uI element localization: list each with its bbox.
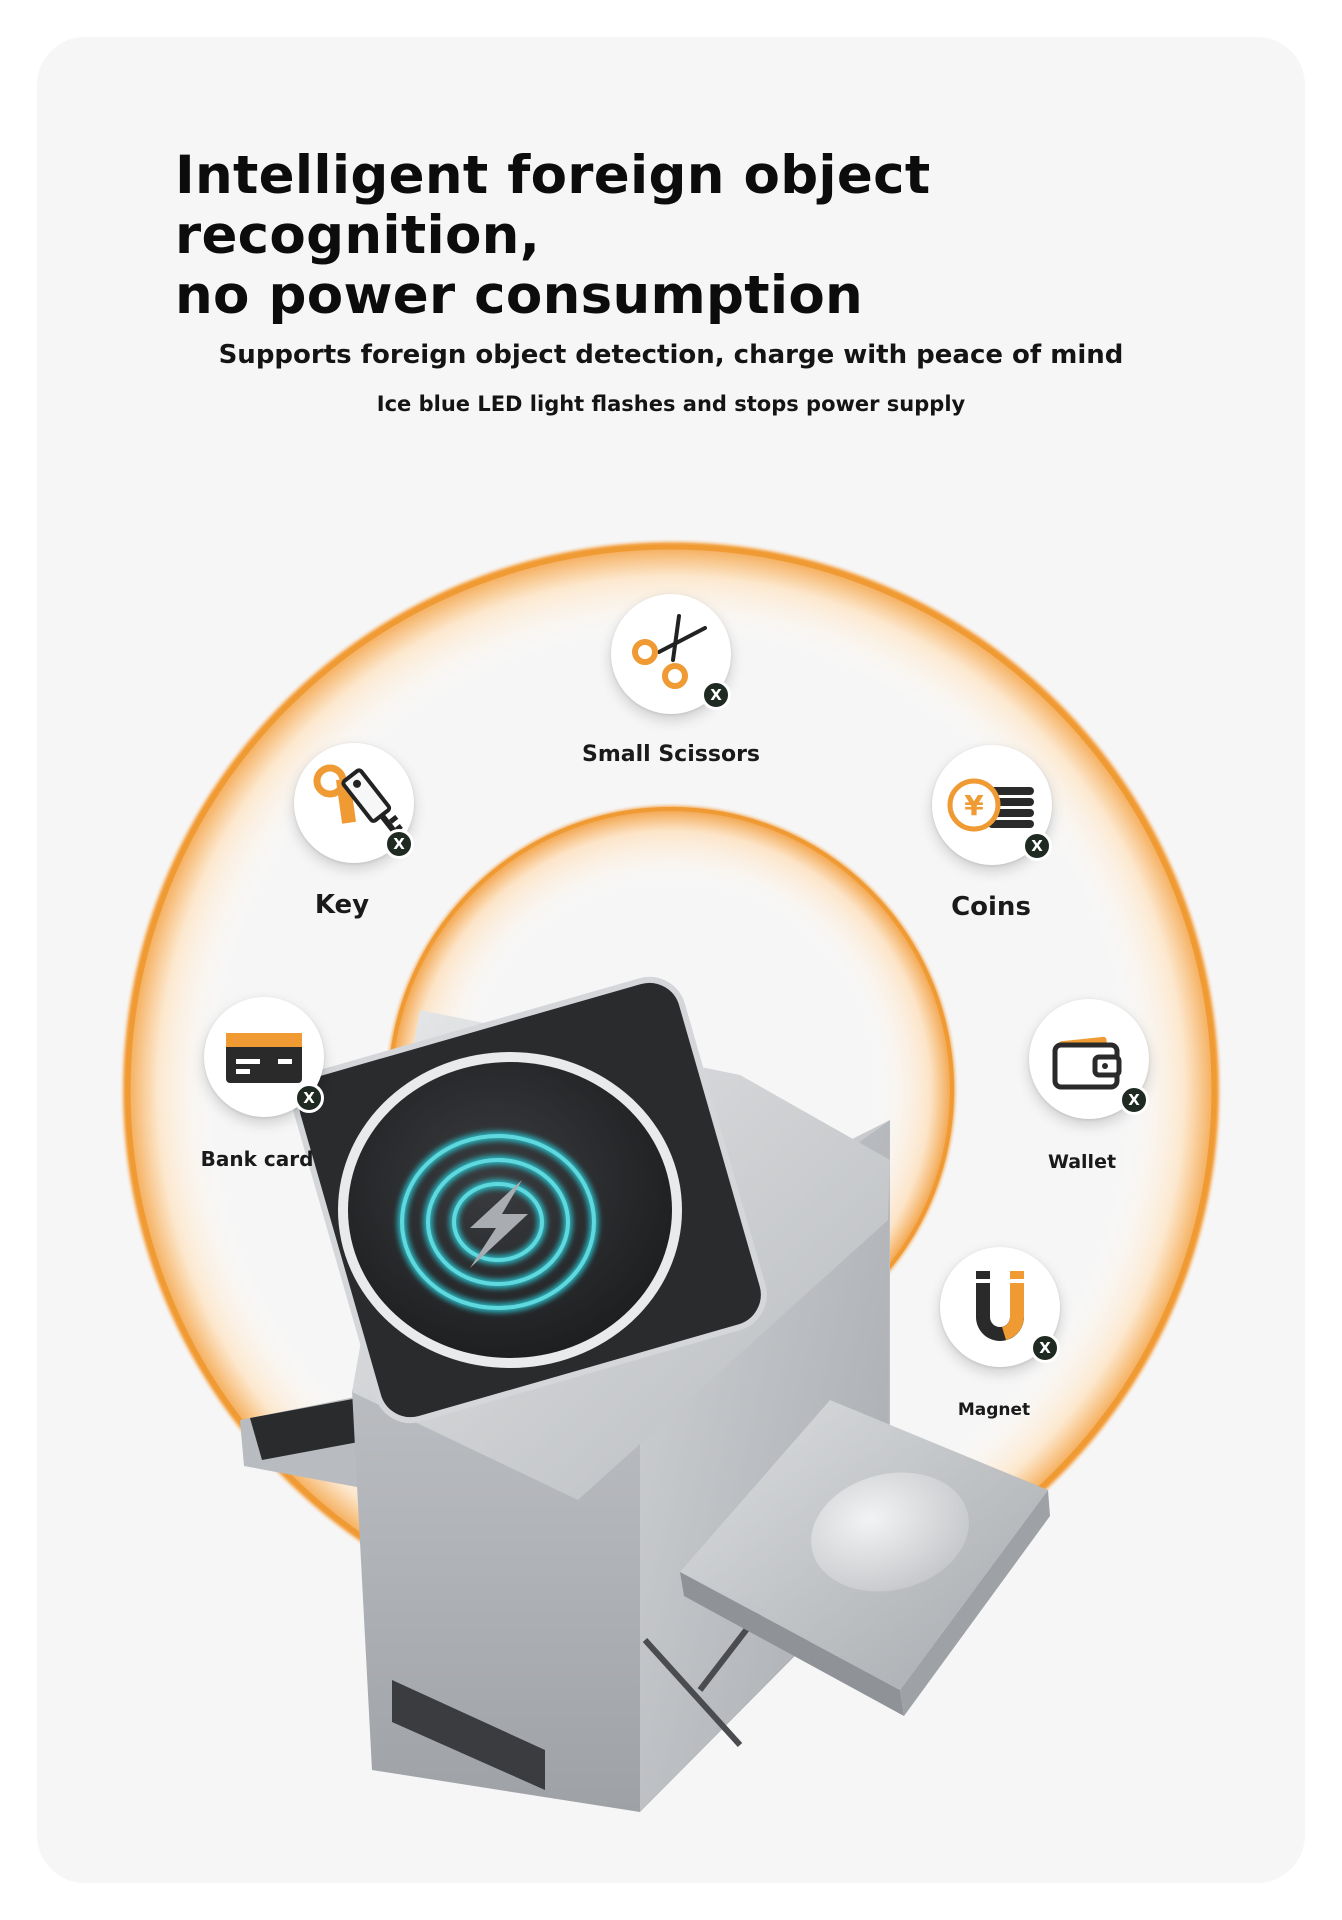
object-coins: ¥ X — [932, 745, 1052, 865]
rejected-badge-icon: X — [701, 680, 731, 710]
wallet-icon — [1052, 1036, 1122, 1090]
led-note: Ice blue LED light flashes and stops pow… — [376, 392, 966, 416]
headline-line-1: Intelligent foreign object recognition, — [175, 145, 931, 266]
watch-pad — [811, 1472, 969, 1592]
rejected-badge-icon: X — [1022, 831, 1052, 861]
scissors-icon — [632, 614, 707, 689]
object-magnet: X — [940, 1247, 1060, 1367]
object-bank-card: X — [204, 997, 324, 1117]
headline-line-2: no power consumption — [175, 265, 864, 326]
object-key: X — [294, 743, 414, 863]
rejected-badge-icon: X — [294, 1083, 324, 1113]
label-key: Key — [314, 890, 370, 920]
lightning-logo — [470, 1180, 528, 1268]
headline: Intelligent foreign object recognition, … — [175, 146, 1255, 326]
rejected-badge-icon: X — [1119, 1085, 1149, 1115]
label-bank-card: Bank card — [200, 1147, 314, 1171]
label-scissors: Small Scissors — [581, 742, 761, 767]
label-coins: Coins — [951, 892, 1031, 922]
key-icon — [313, 764, 403, 838]
object-wallet: X — [1029, 999, 1149, 1119]
svg-text:¥: ¥ — [964, 789, 984, 822]
rejected-badge-icon: X — [1030, 1333, 1060, 1363]
label-magnet: Magnet — [957, 1400, 1031, 1420]
coins-icon: ¥ — [947, 778, 1034, 832]
magnet-icon — [976, 1271, 1024, 1341]
label-wallet: Wallet — [1047, 1151, 1117, 1173]
subtitle: Supports foreign object detection, charg… — [218, 340, 1124, 370]
object-scissors: X — [611, 594, 731, 714]
rejected-badge-icon: X — [384, 829, 414, 859]
bank-card-icon — [226, 1033, 302, 1083]
